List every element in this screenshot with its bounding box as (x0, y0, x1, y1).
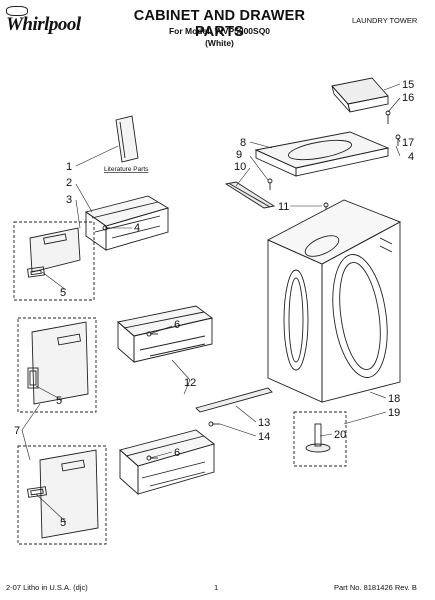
callout-5: 5 (56, 395, 62, 407)
callout-18: 18 (388, 393, 400, 405)
page-number: 1 (214, 583, 219, 592)
lower-drawer-front-group-box (17, 445, 107, 545)
upper-drawer-tray (84, 195, 170, 251)
callout-leader-lines (21, 83, 401, 523)
callout-20: 20 (334, 429, 346, 441)
page-title: CABINET AND DRAWER PARTS (133, 8, 306, 40)
middle-drawer-front-group-box (17, 317, 97, 413)
callout-13: 13 (258, 417, 270, 429)
upper-drawer-front (27, 227, 81, 278)
callout-14: 14 (258, 431, 270, 443)
color-line: (White) (205, 38, 234, 48)
callout-12: 12 (184, 377, 196, 389)
leveling-leg (305, 423, 331, 453)
callout-11: 11 (278, 201, 289, 213)
callout-8: 8 (240, 137, 246, 149)
category-label: LAUNDRY TOWER (352, 16, 418, 25)
part-number: Part No. 8181426 Rev. B (334, 583, 417, 592)
callout-5: 5 (60, 287, 66, 299)
callout-19: 19 (388, 407, 400, 419)
print-info: 2-07 Litho in U.S.A. (djc) (6, 583, 88, 592)
top-dispenser-box (331, 77, 389, 113)
callout-1: 1 (66, 161, 72, 173)
drawer-front-group-box (13, 221, 95, 301)
callout-6: 6 (174, 447, 180, 459)
callout-4: 4 (134, 222, 140, 234)
callout-16: 16 (402, 92, 414, 104)
cabinet-top-panel (254, 131, 390, 177)
callout-4: 4 (408, 151, 414, 163)
slide-rail (195, 387, 273, 413)
literature-parts-label: Literature Parts (104, 166, 149, 173)
callout-15: 15 (402, 79, 414, 91)
callout-17: 17 (402, 137, 414, 149)
literature-parts-booklet (115, 115, 139, 163)
leveling-leg-group-box (293, 411, 347, 467)
brand-logo: Whirlpool (6, 14, 81, 35)
middle-drawer-tray (117, 305, 214, 363)
lower-drawer-front (27, 449, 99, 539)
callout-6: 6 (174, 319, 180, 331)
model-line: For Model: WVP5000SQ0 (168, 26, 271, 36)
callout-2: 2 (66, 177, 72, 189)
front-bracket (224, 181, 276, 209)
callout-7: 7 (14, 425, 20, 437)
brand-logo-swoosh (6, 6, 28, 16)
callout-5: 5 (60, 517, 66, 529)
callout-10: 10 (234, 161, 246, 173)
cabinet-frame (266, 199, 402, 403)
callout-3: 3 (66, 194, 72, 206)
middle-drawer-front (27, 321, 89, 405)
lower-drawer-tray (119, 429, 215, 496)
callout-9: 9 (236, 149, 242, 161)
